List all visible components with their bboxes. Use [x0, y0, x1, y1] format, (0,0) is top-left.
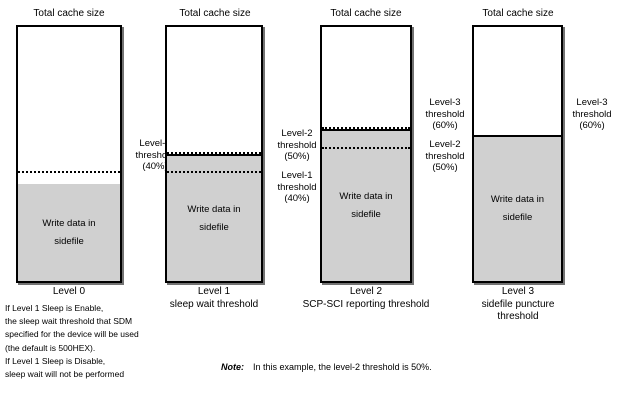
note-label: Note: [221, 362, 244, 372]
diagram-note: Note: In this example, the level-2 thresh… [221, 361, 432, 373]
threshold-label-line3: (40%) [284, 193, 310, 204]
sidefile-fill-level-3: Write data in sidefile [474, 134, 561, 281]
threshold-label-line2: threshold [277, 139, 317, 151]
caption-line-1: sidefile puncture [481, 298, 555, 310]
sidefile-fill-line2: sidefile [54, 235, 84, 247]
threshold-label-line3: (50%) [432, 162, 458, 173]
caption-line-2: threshold [497, 311, 539, 322]
threshold-label-level-3-col3: Level-3 threshold (60%) [565, 97, 619, 132]
threshold-label-level-3-col2: Level-3 threshold (60%) [414, 97, 476, 132]
threshold-label-line3: (60%) [432, 120, 458, 131]
sidefile-fill-line2: sidefile [351, 208, 381, 220]
threshold-line-level-3 [322, 126, 410, 129]
caption-line-1: SCP-SCI reporting threshold [302, 298, 430, 310]
sidefile-fill-level-0: Write data in sidefile [18, 184, 120, 281]
column-title-level-3: Total cache size [482, 8, 554, 19]
caption-level-3: Level 3 sidefile puncture threshold [463, 286, 573, 324]
cache-bar-level-2: Write data in sidefile [320, 25, 412, 283]
caption-line-0: Level 3 [501, 286, 535, 297]
sidefile-fill-line1: Write data in [339, 190, 393, 202]
caption-level-0: Level 0 [16, 286, 122, 299]
caption-line-0: Level 1 [197, 286, 231, 297]
cache-bar-level-3: Write data in sidefile [472, 25, 563, 283]
sidefile-fill-line1: Write data in [187, 203, 241, 215]
sidefile-fill-label-level-2: Write data in sidefile [322, 188, 410, 224]
threshold-label-level-2-col1: Level-2 threshold (50%) [266, 128, 328, 163]
explanation-line-3: (the default is 500HEX). [5, 342, 96, 353]
sidefile-fill-line2: sidefile [199, 221, 229, 233]
threshold-line-level-2 [167, 152, 261, 154]
threshold-label-line1: Level-1 [139, 138, 171, 149]
column-title-level-0: Total cache size [33, 8, 105, 19]
threshold-label-line3: (40%) [142, 161, 168, 172]
sidefile-fill-level-2: Write data in sidefile [322, 128, 410, 281]
threshold-line-level-1 [18, 171, 120, 174]
threshold-line-level-1 [167, 171, 261, 174]
caption-line-0: Level 2 [349, 286, 383, 297]
threshold-label-level-1-col0: Level-1 threshold (40%) [124, 138, 186, 173]
threshold-label-line3: (50%) [284, 151, 310, 162]
threshold-label-line2: threshold [425, 150, 465, 162]
threshold-label-line3: (60%) [579, 120, 605, 131]
explanation-level-0: If Level 1 Sleep is Enable, the sleep wa… [5, 302, 185, 381]
note-text: In this example, the level-2 threshold i… [253, 362, 432, 372]
threshold-label-line1: Level-1 [281, 170, 313, 181]
sidefile-fill-line2: sidefile [502, 211, 533, 223]
explanation-line-2: specified for the device will be used [5, 329, 139, 340]
column-title-level-1: Total cache size [179, 8, 251, 19]
threshold-label-line2: threshold [135, 149, 175, 161]
cache-bar-level-0: Write data in sidefile [16, 25, 122, 283]
threshold-label-line1: Level-2 [281, 128, 313, 139]
explanation-line-4: If Level 1 Sleep is Disable, [5, 355, 106, 366]
threshold-label-line1: Level-3 [429, 97, 461, 108]
threshold-label-level-2-col2: Level-2 threshold (50%) [414, 139, 476, 174]
threshold-label-line2: threshold [425, 108, 465, 120]
sidefile-fill-label-level-1: Write data in sidefile [167, 201, 261, 237]
sidefile-fill-label-level-0: Write data in sidefile [18, 215, 120, 251]
cache-bar-level-1: Write data in sidefile [165, 25, 263, 283]
caption-level-2: Level 2 SCP-SCI reporting threshold [288, 286, 444, 311]
sidefile-fill-line1: Write data in [42, 217, 96, 229]
sidefile-fill-label-level-3: Write data in sidefile [474, 191, 561, 227]
threshold-label-level-1-col1: Level-1 threshold (40%) [266, 170, 328, 205]
caption-level-1: Level 1 sleep wait threshold [148, 286, 280, 311]
caption-line-0: Level 0 [52, 286, 86, 297]
threshold-label-line1: Level-2 [429, 139, 461, 150]
caption-line-1: sleep wait threshold [169, 298, 259, 310]
threshold-line-level-2 [322, 146, 410, 149]
threshold-label-line2: threshold [572, 108, 612, 120]
explanation-line-0: If Level 1 Sleep is Enable, [5, 303, 104, 313]
column-title-level-2: Total cache size [330, 8, 402, 19]
explanation-line-5: sleep wait will not be performed [5, 369, 125, 380]
threshold-label-line2: threshold [277, 181, 317, 193]
sidefile-fill-level-1: Write data in sidefile [167, 154, 261, 281]
explanation-line-1: the sleep wait threshold that SDM [5, 316, 133, 327]
threshold-label-line1: Level-3 [576, 97, 608, 108]
sidefile-fill-line1: Write data in [490, 193, 545, 205]
